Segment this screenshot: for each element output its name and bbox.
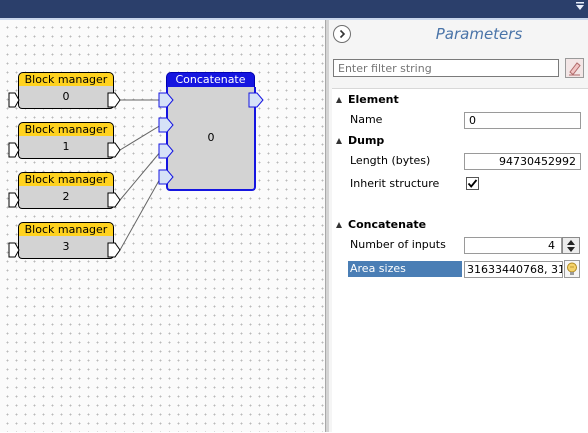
property-row-name: Name 0 [332, 109, 588, 131]
eraser-icon [569, 62, 581, 76]
property-row-inputs: Number of inputs 4 [332, 234, 588, 256]
output-port[interactable] [107, 92, 121, 108]
panel-splitter[interactable] [325, 20, 329, 432]
block-value: 2 [18, 186, 114, 209]
clear-filter-button[interactable] [565, 58, 584, 78]
section-element[interactable]: Element [332, 91, 588, 109]
section-label: Concatenate [348, 218, 427, 231]
spin-up-icon[interactable] [567, 240, 575, 245]
output-port[interactable] [107, 192, 121, 208]
collapse-panel-button[interactable] [333, 25, 351, 43]
concat-input-port-2[interactable] [158, 143, 174, 159]
concatenate-block[interactable]: Concatenate 0 [166, 72, 256, 191]
panel-header: Parameters [329, 20, 588, 48]
block-manager-3[interactable]: Block manager 3 [18, 222, 128, 262]
block-manager-1[interactable]: Block manager 1 [18, 122, 128, 162]
window-title-bar [0, 0, 588, 18]
block-manager-0[interactable]: Block manager 0 [18, 72, 128, 112]
dropdown-arrow-icon[interactable] [575, 1, 585, 11]
panel-title: Parameters [435, 25, 523, 43]
lightbulb-icon [567, 262, 577, 275]
section-dump[interactable]: Dump [332, 132, 588, 150]
section-concatenate[interactable]: Concatenate [332, 216, 588, 234]
input-port[interactable] [8, 192, 20, 208]
block-value: 0 [18, 86, 114, 109]
collapse-triangle-icon[interactable] [336, 138, 342, 144]
name-field[interactable]: 0 [464, 112, 581, 129]
property-row-inherit: Inherit structure [332, 173, 588, 195]
wire-bm2-to-concat [119, 150, 162, 201]
spin-down-icon[interactable] [567, 247, 575, 252]
concat-input-port-3[interactable] [158, 169, 174, 185]
concat-input-port-0[interactable] [158, 92, 174, 108]
concat-input-port-1[interactable] [158, 117, 174, 133]
output-port[interactable] [107, 242, 121, 258]
block-value: 0 [166, 87, 256, 191]
block-title: Block manager [18, 72, 114, 88]
block-title: Block manager [18, 122, 114, 138]
block-title: Block manager [18, 222, 114, 238]
property-label: Number of inputs [350, 238, 446, 251]
block-value: 3 [18, 236, 114, 259]
number-of-inputs-field[interactable]: 4 [464, 237, 562, 254]
collapse-triangle-icon[interactable] [336, 222, 342, 228]
length-field[interactable]: 94730452992 [464, 153, 581, 170]
input-port[interactable] [8, 242, 20, 258]
concat-output-port[interactable] [248, 92, 264, 108]
block-title: Concatenate [166, 72, 255, 88]
title-bar-accent [0, 18, 588, 20]
section-label: Dump [348, 134, 385, 147]
block-value: 1 [18, 136, 114, 159]
filter-input[interactable] [333, 59, 559, 77]
inherit-structure-checkbox[interactable] [466, 177, 479, 190]
chevron-right-icon [339, 29, 346, 39]
output-port[interactable] [107, 142, 121, 158]
wire-bm3-to-concat [119, 176, 162, 251]
block-manager-2[interactable]: Block manager 2 [18, 172, 128, 212]
property-row-length: Length (bytes) 94730452992 [332, 150, 588, 172]
wire-bm1-to-concat [119, 124, 162, 151]
section-label: Element [348, 93, 399, 106]
collapse-triangle-icon[interactable] [336, 97, 342, 103]
block-title: Block manager [18, 172, 114, 188]
graph-canvas[interactable]: Block manager 0 Block manager 1 Block ma… [0, 20, 325, 432]
property-label-selected: Area sizes [348, 261, 462, 277]
input-port[interactable] [8, 142, 20, 158]
input-port[interactable] [8, 92, 20, 108]
property-label: Name [350, 113, 383, 126]
property-row-area-sizes: Area sizes 31633440768, 312 [332, 258, 588, 280]
property-label: Length (bytes) [350, 154, 431, 167]
connection-wires [119, 99, 162, 251]
number-of-inputs-stepper[interactable] [562, 237, 580, 254]
area-sizes-editor-button[interactable] [564, 260, 580, 278]
property-grid: Element Name 0 Dump Length (bytes) 94730… [332, 88, 588, 433]
area-sizes-field[interactable]: 31633440768, 312 [464, 261, 563, 278]
property-label: Inherit structure [350, 177, 440, 190]
parameters-panel: Parameters Element Name 0 Dump Length (b… [329, 20, 588, 433]
